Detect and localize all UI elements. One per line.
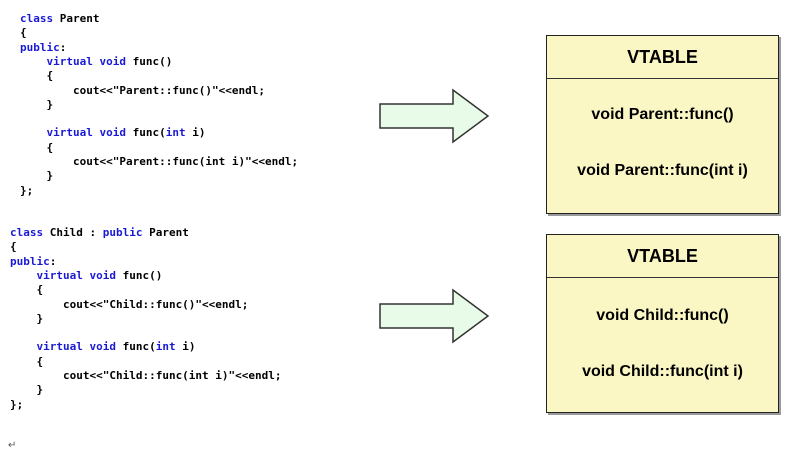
parent-code-line: class Parent bbox=[20, 12, 100, 26]
parent-code-line: { bbox=[20, 69, 53, 83]
code-keyword: class bbox=[20, 12, 60, 25]
parent-code-line: { bbox=[20, 141, 53, 155]
parent-code-line: } bbox=[20, 98, 53, 112]
child-code-line: public: bbox=[10, 255, 56, 269]
child-code-line: } bbox=[10, 383, 43, 397]
child-code-line: virtual void func(int i) bbox=[10, 340, 196, 354]
code-text: func() bbox=[115, 268, 163, 282]
code-keyword: int bbox=[155, 340, 176, 354]
child-class-code: class Child : public Parent{public: virt… bbox=[10, 226, 380, 411]
code-keyword: public bbox=[102, 226, 143, 239]
code-text: { bbox=[10, 283, 44, 297]
code-text: func( bbox=[125, 126, 166, 140]
child-vtable-entry-func: void Child::func() bbox=[596, 307, 729, 324]
parent-code-line: public: bbox=[20, 41, 66, 55]
code-text: Child : bbox=[49, 226, 103, 239]
code-keyword: int bbox=[165, 126, 186, 140]
code-text: func() bbox=[125, 54, 173, 68]
child-arrow-icon bbox=[379, 288, 490, 344]
code-keyword: virtual void bbox=[36, 340, 116, 354]
code-text bbox=[20, 55, 47, 68]
code-text: : bbox=[49, 254, 57, 268]
code-text: : bbox=[59, 40, 67, 54]
parent-vtable-entry-func-int: void Parent::func(int i) bbox=[577, 162, 748, 179]
code-text: i) bbox=[185, 126, 206, 140]
code-text: { bbox=[20, 69, 54, 83]
child-code-line: virtual void func() bbox=[10, 268, 163, 283]
parent-code-line: } bbox=[20, 169, 53, 183]
child-code-line: } bbox=[10, 312, 43, 326]
code-keyword: virtual void bbox=[36, 268, 116, 282]
parent-code-line: }; bbox=[20, 184, 33, 198]
code-keyword: virtual void bbox=[46, 126, 126, 140]
code-text: } bbox=[20, 169, 54, 183]
code-text: cout<<"Parent::func()"<<endl; bbox=[20, 83, 266, 97]
code-text: cout<<"Parent::func(int i)"<<endl; bbox=[20, 155, 299, 168]
child-code-line: }; bbox=[10, 398, 23, 412]
code-keyword: virtual void bbox=[46, 54, 126, 68]
child-code-line: class Child : public Parent bbox=[10, 226, 189, 240]
code-text: { bbox=[10, 354, 44, 368]
parent-vtable-title: VTABLE bbox=[547, 36, 778, 79]
code-text bbox=[10, 269, 37, 282]
paragraph-mark: ↵ bbox=[8, 440, 17, 451]
parent-code-line: virtual void func(int i) bbox=[20, 126, 206, 140]
child-code-line: cout<<"Child::func()"<<endl; bbox=[10, 298, 248, 312]
child-vtable-title: VTABLE bbox=[547, 235, 778, 278]
code-keyword: class bbox=[10, 226, 50, 239]
child-code-line: { bbox=[10, 283, 43, 297]
code-text: cout<<"Child::func(int i)"<<endl; bbox=[10, 369, 282, 382]
code-text: { bbox=[20, 140, 54, 154]
code-keyword: public bbox=[10, 254, 50, 268]
code-text: } bbox=[10, 311, 44, 325]
code-text: Parent bbox=[59, 12, 100, 25]
code-text: cout<<"Child::func()"<<endl; bbox=[10, 297, 249, 311]
code-text: func( bbox=[115, 340, 156, 354]
child-code-line: { bbox=[10, 240, 17, 254]
code-text: }; bbox=[20, 183, 34, 197]
code-keyword: public bbox=[20, 40, 60, 54]
parent-code-line: cout<<"Parent::func()"<<endl; bbox=[20, 84, 265, 98]
code-text: i) bbox=[175, 340, 196, 354]
code-text: { bbox=[10, 240, 17, 254]
child-vtable-entry-func-int: void Child::func(int i) bbox=[582, 363, 743, 380]
code-text: } bbox=[20, 97, 54, 111]
code-text: } bbox=[10, 383, 44, 397]
parent-vtable: VTABLE void Parent::func() void Parent::… bbox=[546, 35, 779, 214]
parent-arrow-icon bbox=[379, 88, 490, 144]
parent-code-line: { bbox=[20, 26, 27, 40]
child-code-line: cout<<"Child::func(int i)"<<endl; bbox=[10, 369, 282, 383]
child-code-line: { bbox=[10, 355, 43, 369]
code-text: { bbox=[20, 26, 27, 40]
child-vtable: VTABLE void Child::func() void Child::fu… bbox=[546, 234, 779, 413]
parent-code-line: virtual void func() bbox=[20, 54, 173, 69]
parent-class-code: class Parent{public: virtual void func()… bbox=[20, 12, 380, 197]
code-text bbox=[20, 126, 47, 139]
parent-code-line: cout<<"Parent::func(int i)"<<endl; bbox=[20, 155, 298, 169]
code-text: Parent bbox=[142, 226, 189, 239]
code-text: }; bbox=[10, 397, 24, 411]
code-text bbox=[10, 340, 37, 353]
parent-vtable-entry-func: void Parent::func() bbox=[591, 106, 734, 123]
